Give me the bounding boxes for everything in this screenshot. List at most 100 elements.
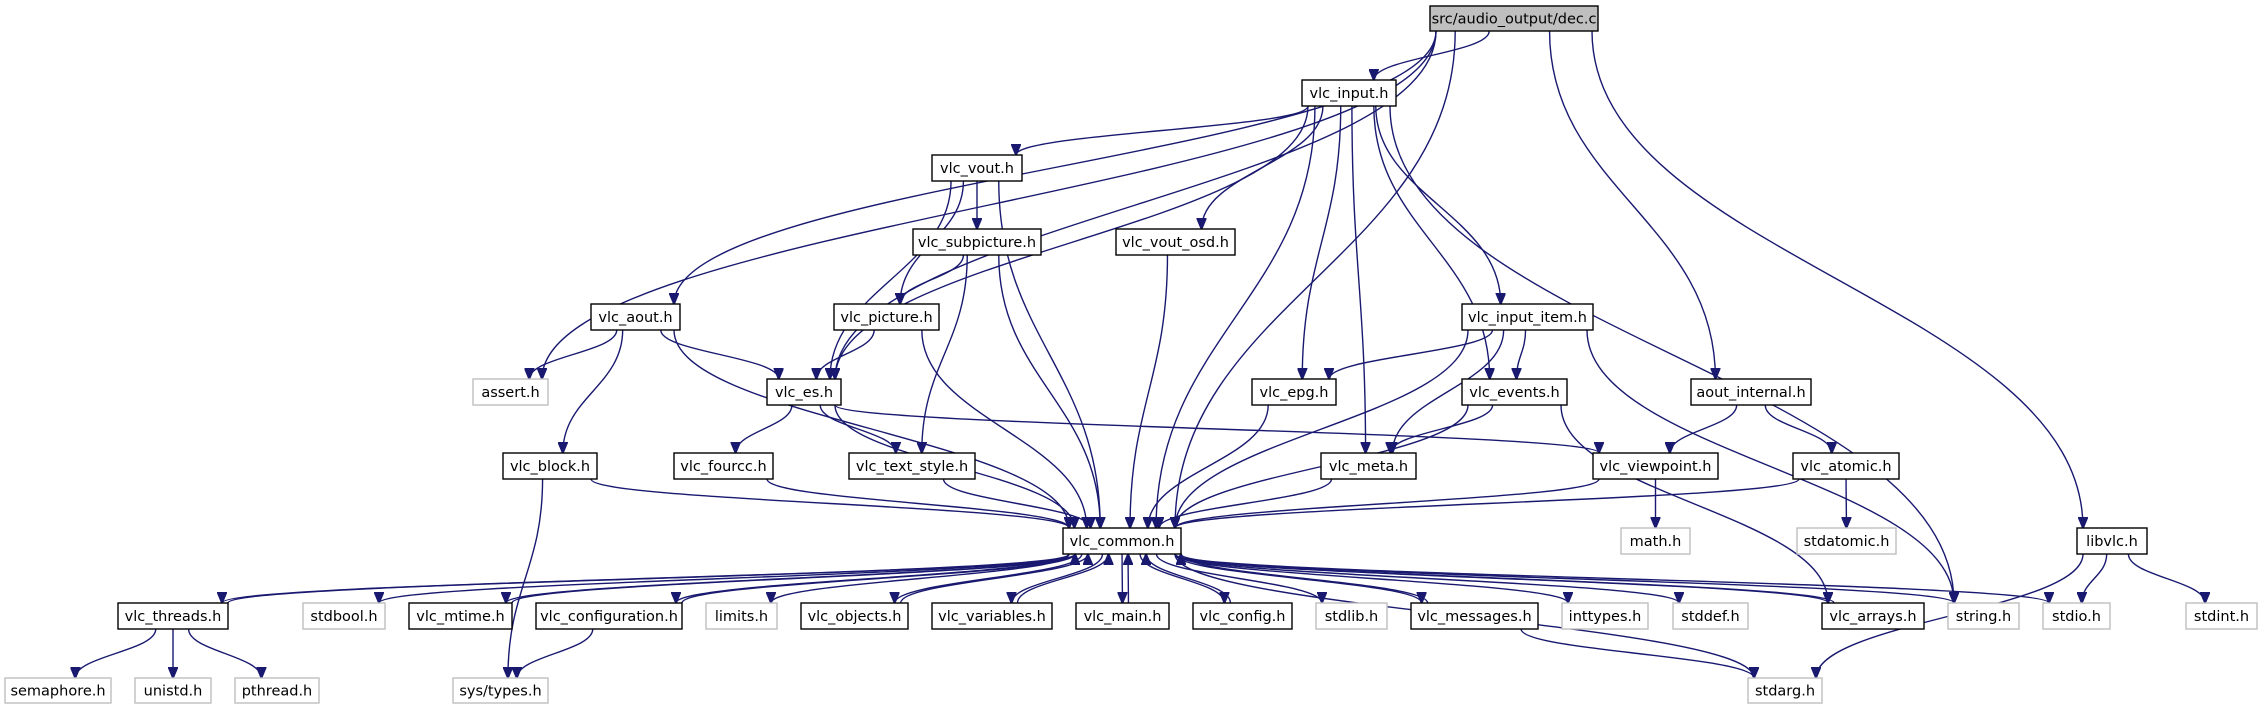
node-root[interactable]: src/audio_output/dec.c (1429, 5, 1599, 32)
node-box (766, 378, 842, 406)
node-label: vlc_vout_osd.h (1122, 235, 1229, 251)
edge-vlc_config-to-vlc_common (1146, 554, 1232, 604)
node-stdatomic: stdatomic.h (1796, 527, 1897, 555)
node-semaphore: semaphore.h (4, 677, 112, 704)
node-vlc-mtime[interactable]: vlc_mtime.h (408, 602, 513, 630)
node-vlc-aout[interactable]: vlc_aout.h (590, 303, 681, 331)
node-vlc-meta[interactable]: vlc_meta.h (1320, 452, 1417, 480)
node-vlc-threads[interactable]: vlc_threads.h (117, 602, 229, 630)
node-box (1320, 452, 1417, 480)
node-label: assert.h (481, 385, 539, 401)
node-unistd: unistd.h (134, 677, 212, 704)
node-stdio: stdio.h (2042, 602, 2111, 630)
node-label: stdlib.h (1325, 609, 1379, 625)
node-box (1461, 303, 1594, 331)
edge-vlc_input-to-vlc_meta (1351, 105, 1366, 453)
node-label: vlc_aout.h (598, 310, 672, 326)
node-vlc-objects[interactable]: vlc_objects.h (800, 602, 909, 630)
edge-vlc_input-to-vlc_vout_osd (1202, 105, 1324, 229)
node-box (931, 602, 1053, 630)
nodes-layer: src/audio_output/dec.c vlc_input.h vlc_vou… (4, 5, 2258, 704)
node-label: src/audio_output/dec.c (1432, 12, 1597, 28)
node-box (1192, 602, 1293, 630)
node-stdint: stdint.h (2185, 602, 2258, 630)
node-vlc-vout-osd[interactable]: vlc_vout_osd.h (1115, 228, 1236, 256)
node-vlc-epg[interactable]: vlc_epg.h (1251, 378, 1337, 406)
node-box (1410, 602, 1539, 630)
node-box (833, 303, 940, 331)
node-label: vlc_main.h (1084, 609, 1162, 625)
node-label: vlc_mtime.h (416, 609, 505, 625)
node-label: vlc_vout.h (940, 161, 1014, 177)
node-box (535, 602, 683, 630)
node-label: sys/types.h (459, 684, 541, 700)
node-box (848, 452, 976, 480)
node-box (1062, 527, 1182, 555)
edge-libvlc-to-stdio (2082, 553, 2108, 603)
edge-vlc_input_item-to-vlc_epg (1329, 329, 1494, 379)
node-assert: assert.h (472, 378, 549, 406)
node-vlc-block[interactable]: vlc_block.h (502, 452, 598, 480)
node-box (1947, 602, 2020, 630)
node-vlc-picture[interactable]: vlc_picture.h (833, 303, 940, 331)
node-vlc-common[interactable]: vlc_common.h (1062, 527, 1182, 555)
edge-vlc_block-to-sys_types (508, 478, 544, 678)
node-vlc-input-item[interactable]: vlc_input_item.h (1461, 303, 1594, 331)
edge-vlc_vout-to-vlc_es (830, 180, 952, 379)
edge-vlc_objects-to-vlc_common (899, 554, 1088, 604)
edge-vlc_input-to-vlc_epg (1302, 105, 1342, 379)
edge-vlc_common-to-stddef (1174, 553, 1679, 603)
node-libvlc[interactable]: libvlc.h (2076, 527, 2148, 555)
node-string: string.h (1947, 602, 2020, 630)
node-vlc-fourcc[interactable]: vlc_fourcc.h (673, 452, 774, 480)
node-box (2185, 602, 2258, 630)
node-box (452, 677, 549, 704)
node-label: vlc_viewpoint.h (1600, 459, 1712, 475)
node-box (134, 677, 212, 704)
node-vlc-events[interactable]: vlc_events.h (1461, 378, 1568, 406)
edge-libvlc-to-stdint (2127, 553, 2205, 603)
node-vlc-config[interactable]: vlc_config.h (1192, 602, 1293, 630)
node-vlc-es[interactable]: vlc_es.h (766, 378, 842, 406)
node-vlc-viewpoint[interactable]: vlc_viewpoint.h (1592, 452, 1719, 480)
node-stdlib: stdlib.h (1315, 602, 1388, 630)
node-vlc-atomic[interactable]: vlc_atomic.h (1792, 452, 1900, 480)
node-vlc-vout[interactable]: vlc_vout.h (931, 154, 1023, 182)
node-label: vlc_messages.h (1417, 609, 1531, 625)
edge-vlc_input-to-string (1389, 105, 1954, 603)
node-label: stdint.h (2194, 609, 2249, 625)
node-box (1620, 527, 1691, 555)
node-label: vlc_block.h (510, 459, 590, 475)
node-box (590, 303, 681, 331)
edge-vlc_input-to-vlc_events (1373, 105, 1490, 379)
node-box (673, 452, 774, 480)
node-vlc-text-style[interactable]: vlc_text_style.h (848, 452, 976, 480)
node-vlc-subpicture[interactable]: vlc_subpicture.h (912, 228, 1042, 256)
node-box (1561, 602, 1649, 630)
node-box (1592, 452, 1719, 480)
node-vlc-arrays[interactable]: vlc_arrays.h (1821, 602, 1925, 630)
node-label: stdatomic.h (1804, 534, 1890, 550)
edge-vlc_picture-to-vlc_common (921, 329, 1087, 528)
node-box (1115, 228, 1236, 256)
node-vlc-main[interactable]: vlc_main.h (1075, 602, 1170, 630)
node-label: stdio.h (2052, 609, 2101, 625)
edge-vlc_block-to-vlc_common (590, 478, 1069, 528)
node-pthread: pthread.h (234, 677, 320, 704)
node-vlc-input[interactable]: vlc_input.h (1301, 79, 1397, 107)
node-vlc-configuration[interactable]: vlc_configuration.h (535, 602, 683, 630)
node-aout-internal[interactable]: aout_internal.h (1690, 378, 1812, 406)
node-vlc-messages[interactable]: vlc_messages.h (1410, 602, 1539, 630)
edge-vlc_vout_osd-to-vlc_common (1130, 254, 1169, 528)
node-stdbool: stdbool.h (302, 602, 386, 630)
node-box (800, 602, 909, 630)
edge-vlc_common-to-vlc_variables (1012, 553, 1104, 603)
edge-vlc_subpicture-to-vlc_text_style (922, 254, 968, 453)
node-vlc-variables[interactable]: vlc_variables.h (931, 602, 1053, 630)
edge-vlc_common-to-limits (771, 553, 1070, 603)
node-label: unistd.h (144, 684, 203, 700)
node-box (1792, 452, 1900, 480)
edge-vlc_aout-to-vlc_block (563, 329, 624, 453)
node-label: vlc_config.h (1199, 609, 1285, 625)
